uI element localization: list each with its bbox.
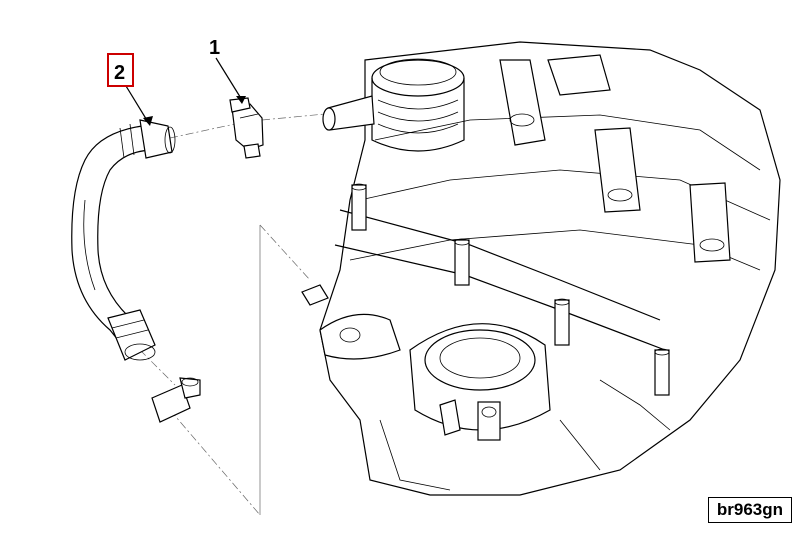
callout-2-highlight-box [107,53,134,87]
lower-manifold [379,379,671,491]
pcv-hose [71,119,176,361]
hose-connector-lower [151,377,201,423]
fuel-rail [334,183,670,396]
breather-nipple [322,95,375,131]
leader-arrows [125,57,246,126]
callout-1-label: 1 [209,37,220,59]
reference-code-label: br963gn [707,497,792,523]
intake-bracket [301,284,401,360]
hose-clamp [229,97,264,159]
callout-2-label: 2 [114,62,125,84]
throttle-body [409,323,551,441]
spark-plug-wells [499,54,731,263]
filler-neck [371,58,465,152]
phantom-lines [139,113,326,516]
engine-block [319,41,781,496]
